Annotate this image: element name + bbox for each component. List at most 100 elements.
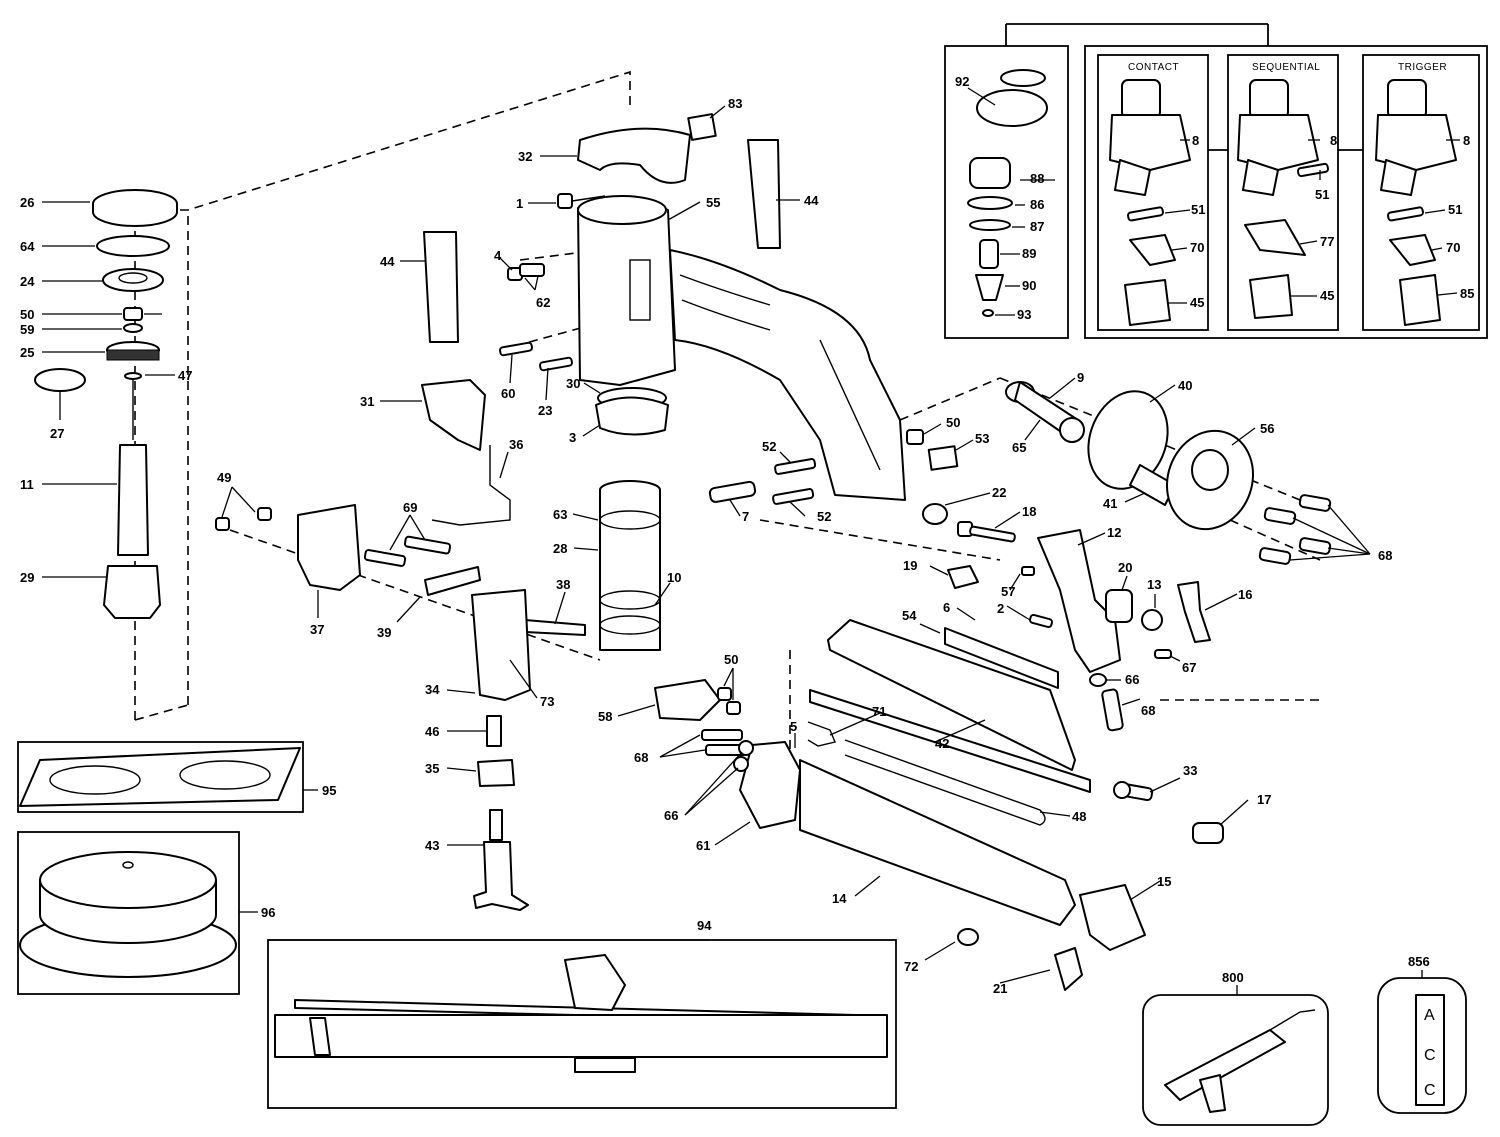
part-42-rail	[809, 689, 1091, 793]
callout-17: 17	[1257, 792, 1271, 807]
callout-87: 87	[1030, 219, 1044, 234]
header-trigger: TRIGGER	[1398, 62, 1447, 73]
part-49-nut-a	[257, 507, 272, 521]
callout-94: 94	[697, 918, 712, 933]
part-55-housing	[577, 195, 906, 501]
callout-50b: 50	[724, 652, 738, 667]
callout-67: 67	[1182, 660, 1196, 675]
part-50-nuts-mid	[717, 687, 741, 715]
callout-60: 60	[501, 386, 515, 401]
callout-32: 32	[518, 149, 532, 164]
part-67-pin	[1154, 649, 1172, 659]
trigger-kits-box	[1084, 45, 1488, 339]
part-16-trigger	[1177, 581, 1211, 643]
callout-10: 10	[667, 570, 681, 585]
callout-57: 57	[1001, 584, 1015, 599]
part-53-filter	[927, 445, 959, 471]
callout-14: 14	[832, 891, 847, 906]
callout-68a: 68	[634, 750, 648, 765]
part-33-pin	[1113, 781, 1154, 802]
part-49-nut-b	[215, 517, 230, 531]
part-41-plug	[1129, 464, 1176, 506]
part-800-oil-gun	[1142, 994, 1329, 1126]
callout-41: 41	[1103, 496, 1117, 511]
part-22-seal	[922, 503, 948, 525]
callout-47: 47	[178, 368, 192, 383]
part-61-nose-plate	[739, 741, 801, 829]
part-57-pin	[1021, 566, 1035, 576]
callout-12: 12	[1107, 525, 1121, 540]
part-43-valve-stem	[473, 809, 529, 911]
callout-45a: 45	[1190, 295, 1204, 310]
callout-19: 19	[903, 558, 917, 573]
callout-26: 26	[20, 195, 34, 210]
part-15-bracket	[1079, 884, 1146, 951]
part-52-pin-a	[774, 458, 817, 475]
callout-58: 58	[598, 709, 612, 724]
callout-16: 16	[1238, 587, 1252, 602]
part-7-pin	[708, 480, 757, 503]
header-sequential: SEQUENTIAL	[1252, 62, 1320, 73]
callout-96: 96	[261, 905, 275, 920]
trigger-trigger-assembly	[1375, 79, 1457, 326]
callout-66a: 66	[664, 808, 678, 823]
part-9-handle-grip	[1005, 381, 1085, 443]
callout-61: 61	[696, 838, 710, 853]
part-64-seal	[96, 235, 170, 257]
callout-50c: 50	[946, 415, 960, 430]
callout-63: 63	[553, 507, 567, 522]
callout-44b: 44	[380, 254, 395, 269]
callout-34: 34	[425, 682, 440, 697]
callout-23: 23	[538, 403, 552, 418]
part-52-pin-b	[772, 488, 815, 505]
part-23-pin	[539, 356, 573, 372]
callout-88: 88	[1030, 171, 1044, 186]
part-26-cap	[92, 189, 178, 227]
callout-54: 54	[902, 608, 917, 623]
part-95-pad-kit	[17, 741, 304, 813]
callout-7: 7	[742, 509, 749, 524]
callout-31: 31	[360, 394, 374, 409]
header-contact: CONTACT	[1128, 62, 1179, 73]
callout-48: 48	[1072, 809, 1086, 824]
callout-22: 22	[992, 485, 1006, 500]
callout-72: 72	[904, 959, 918, 974]
callout-8a: 8	[1192, 133, 1199, 148]
callout-50: 50	[20, 307, 34, 322]
callout-9: 9	[1077, 370, 1084, 385]
callout-1: 1	[516, 196, 523, 211]
part-34-frame	[471, 589, 531, 701]
callout-62: 62	[536, 295, 550, 310]
part-68-bolt	[1101, 688, 1124, 732]
callout-56: 56	[1260, 421, 1274, 436]
callout-40: 40	[1178, 378, 1192, 393]
callout-18: 18	[1022, 504, 1036, 519]
part-18-pin	[957, 521, 1016, 543]
assembly-guide-lines	[134, 70, 1321, 800]
part-60-pin	[499, 341, 533, 357]
callout-93: 93	[1017, 307, 1031, 322]
part-11-driver-blade	[117, 380, 149, 556]
callout-35: 35	[425, 761, 439, 776]
callout-51a: 51	[1191, 202, 1205, 217]
part-35-block	[477, 759, 515, 787]
callout-92: 92	[955, 74, 969, 89]
callout-856: 856	[1408, 954, 1430, 969]
part-40-end-cap	[1087, 390, 1169, 490]
callout-21: 21	[993, 981, 1007, 996]
callout-37: 37	[310, 622, 324, 637]
callout-44a: 44	[804, 193, 819, 208]
part-29-head	[103, 565, 161, 619]
part-46-spring	[486, 715, 502, 747]
part-56-end-plate	[1165, 429, 1255, 531]
callout-42: 42	[935, 736, 949, 751]
callout-5: 5	[790, 719, 797, 734]
contact-trigger-assembly	[1109, 79, 1191, 326]
callout-73: 73	[540, 694, 554, 709]
callout-90: 90	[1022, 278, 1036, 293]
part-50-nut-right	[906, 429, 924, 445]
valve-kit-box	[944, 23, 1269, 339]
callout-2: 2	[997, 601, 1004, 616]
part-1-screw	[557, 193, 606, 209]
